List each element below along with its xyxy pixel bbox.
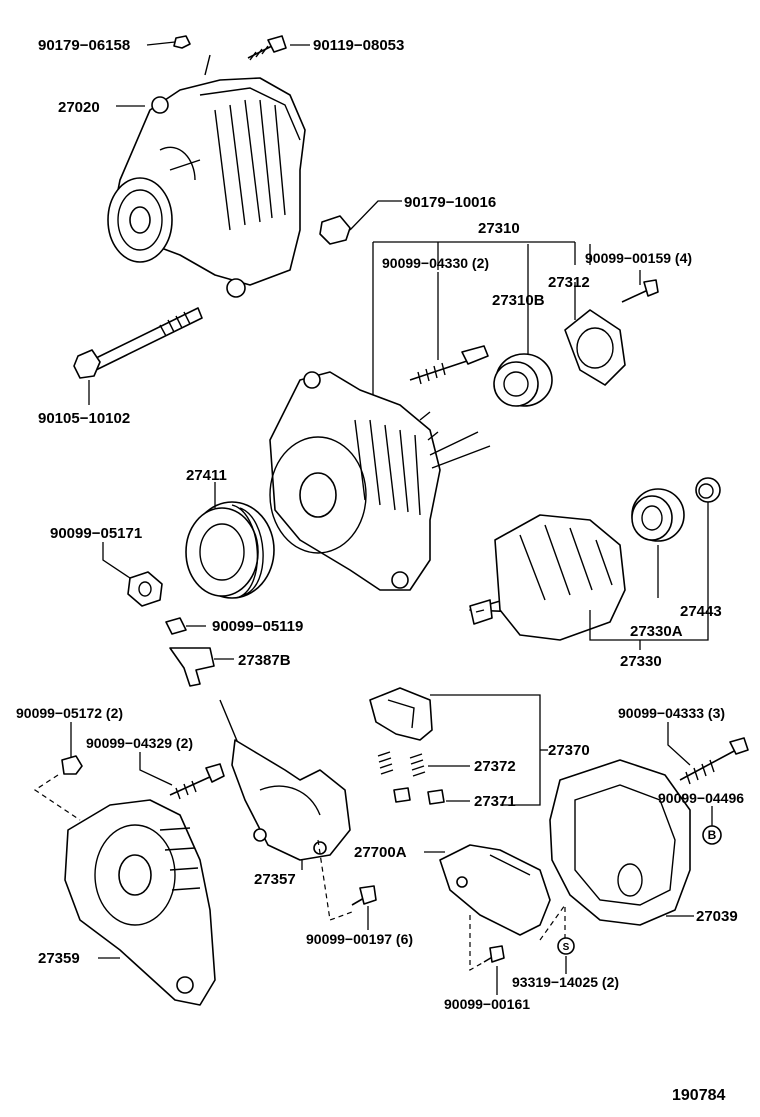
label-90099-04330: 90099−04330 (2): [382, 255, 489, 271]
label-27020: 27020: [58, 99, 100, 116]
label-90099-04496: 90099−04496: [658, 790, 744, 806]
label-27370: 27370: [548, 742, 590, 759]
rotor-27330-part[interactable]: [469, 514, 626, 641]
bolt-90099-04330-part[interactable]: [409, 345, 489, 385]
label-90099-05171: 90099−05171: [50, 525, 142, 542]
label-27310: 27310: [478, 220, 520, 237]
pulley-27411-part[interactable]: [185, 501, 275, 599]
label-27700A: 27700A: [354, 844, 407, 861]
label-27443: 27443: [680, 603, 722, 620]
drive-end-frame-part[interactable]: [269, 371, 491, 591]
label-90119-08053: 90119−08053: [313, 37, 404, 54]
label-90099-00197: 90099−00197 (6): [306, 931, 413, 947]
screw-90099-00197-part[interactable]: [351, 885, 377, 906]
bolt-90105-10102-part[interactable]: [73, 307, 203, 379]
label-90105-10102: 90105−10102: [38, 410, 130, 427]
label-27387B: 27387B: [238, 652, 291, 669]
label-27039: 27039: [696, 908, 738, 925]
label-90179-06158: 90179−06158: [38, 37, 130, 54]
nut-90179-10016-part[interactable]: [319, 215, 351, 245]
alternator-assembly-part[interactable]: [107, 54, 306, 298]
label-90099-04333: 90099−04333 (3): [618, 705, 725, 721]
brush-holder-27370-part[interactable]: [369, 687, 433, 741]
marker-s: [557, 937, 575, 955]
screw-90099-00159-part[interactable]: [621, 279, 659, 303]
spring-27372-part[interactable]: [377, 751, 426, 777]
label-27359: 27359: [38, 950, 80, 967]
nut-90099-05171-part[interactable]: [127, 571, 163, 607]
marker-b-label: B: [708, 828, 717, 842]
brush-27371-part[interactable]: [393, 787, 445, 805]
retainer-27312-part[interactable]: [564, 309, 626, 386]
label-27330A: 27330A: [630, 623, 683, 640]
label-27411: 27411: [186, 467, 227, 484]
label-27371: 27371: [474, 793, 516, 810]
leader-lines: [70, 41, 713, 995]
label-90099-05119: 90099−05119: [212, 618, 303, 635]
label-27330: 27330: [620, 653, 662, 670]
rectifier-27357-part[interactable]: [219, 699, 351, 861]
bolt-90099-04333-part[interactable]: [679, 737, 749, 785]
screw-90099-04329-part[interactable]: [169, 763, 225, 800]
label-90099-00161: 90099−00161: [444, 996, 530, 1012]
nut-90099-05172-part[interactable]: [61, 755, 83, 775]
dashed-alignment-lines: [33, 774, 566, 972]
label-90099-00159: 90099−00159 (4): [585, 250, 692, 266]
label-90099-04329: 90099−04329 (2): [86, 735, 193, 751]
nut-90179-06158-part[interactable]: [173, 35, 191, 49]
marker-b: [702, 825, 722, 845]
cover-27443-part[interactable]: [695, 477, 721, 503]
bolt-90119-08053-part[interactable]: [247, 35, 287, 61]
bracket-27387B-part[interactable]: [169, 647, 215, 687]
marker-s-label: S: [563, 942, 570, 953]
screw-90099-00161-part[interactable]: [483, 945, 505, 963]
bearing-27330A-part[interactable]: [631, 488, 685, 542]
callout-labels: 90179−06158 90119−08053 27020 90179−1001…: [16, 37, 744, 1104]
label-27310B: 27310B: [492, 292, 545, 309]
rear-cover-27039-part[interactable]: [549, 759, 691, 926]
label-90099-05172: 90099−05172 (2): [16, 705, 123, 721]
rear-end-frame-part[interactable]: [64, 799, 216, 1006]
label-93319-14025: 93319−14025 (2): [512, 974, 619, 990]
diagram-id: 190784: [672, 1087, 725, 1104]
bearing-27310B-part[interactable]: [493, 353, 553, 407]
label-27357: 27357: [254, 871, 296, 888]
label-27372: 27372: [474, 758, 516, 775]
regulator-27700A-part[interactable]: [439, 844, 551, 936]
clip-90099-05119-part[interactable]: [165, 617, 187, 635]
label-90179-10016: 90179−10016: [404, 194, 496, 211]
label-27312: 27312: [548, 274, 590, 291]
